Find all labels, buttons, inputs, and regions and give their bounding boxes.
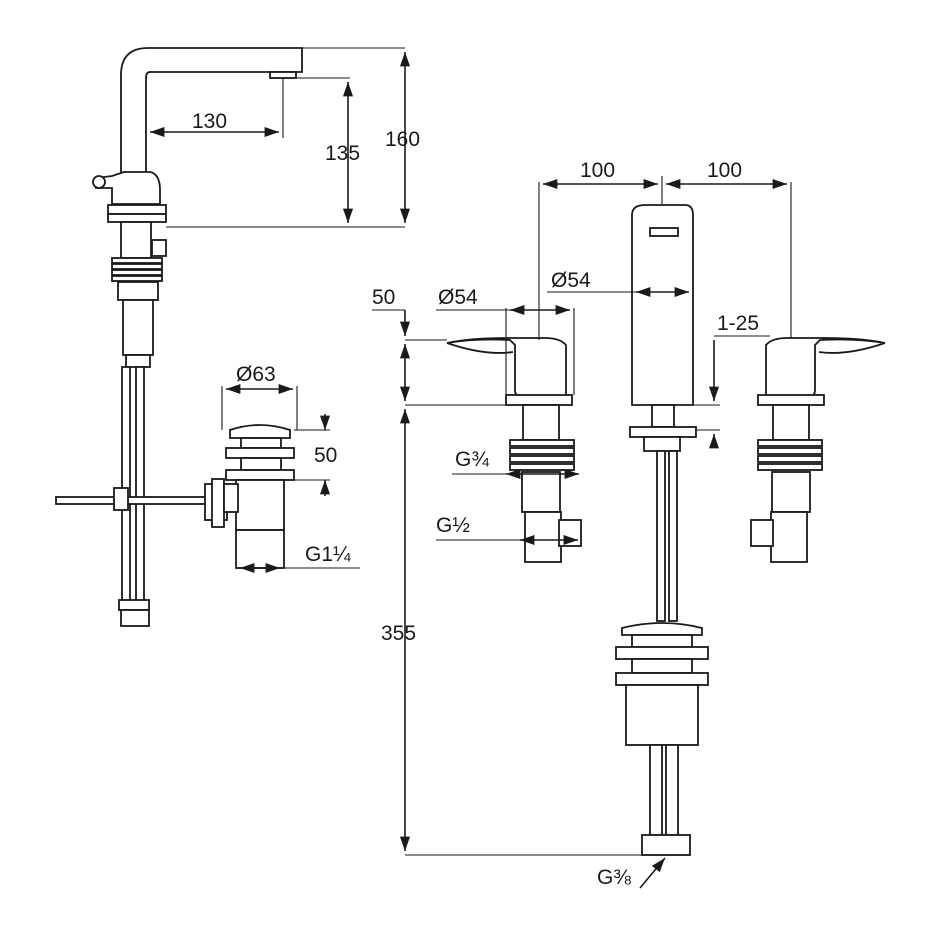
center-spout [615, 204, 709, 856]
waste-assembly [223, 424, 295, 569]
single-lever-mixer [55, 47, 303, 627]
dim-valve-thread-top: G¾ [455, 448, 489, 471]
dim-overall-length: 355 [381, 622, 416, 645]
dim-waste-diameter: Ø63 [236, 363, 276, 386]
dim-handle-diameter: Ø54 [438, 286, 478, 309]
dim-deck-range: 1-25 [717, 312, 759, 335]
dim-total-height: 160 [385, 128, 420, 151]
left-dimensions [150, 47, 411, 574]
dim-hose-thread: G⅜ [597, 866, 631, 889]
right-dimensions [372, 176, 792, 889]
dim-spout-diameter: Ø54 [551, 269, 591, 292]
dim-spout-reach: 130 [192, 110, 227, 133]
dim-waste-height: 50 [314, 444, 337, 467]
dim-spout-height: 135 [325, 142, 360, 165]
dim-spacing-left: 100 [580, 159, 615, 182]
dim-valve-thread-bottom: G½ [436, 514, 470, 537]
dim-spacing-right: 100 [707, 159, 742, 182]
right-handle-valve [750, 337, 886, 563]
dim-waste-thread: G1¼ [305, 543, 351, 566]
dim-handle-height: 50 [372, 286, 395, 309]
